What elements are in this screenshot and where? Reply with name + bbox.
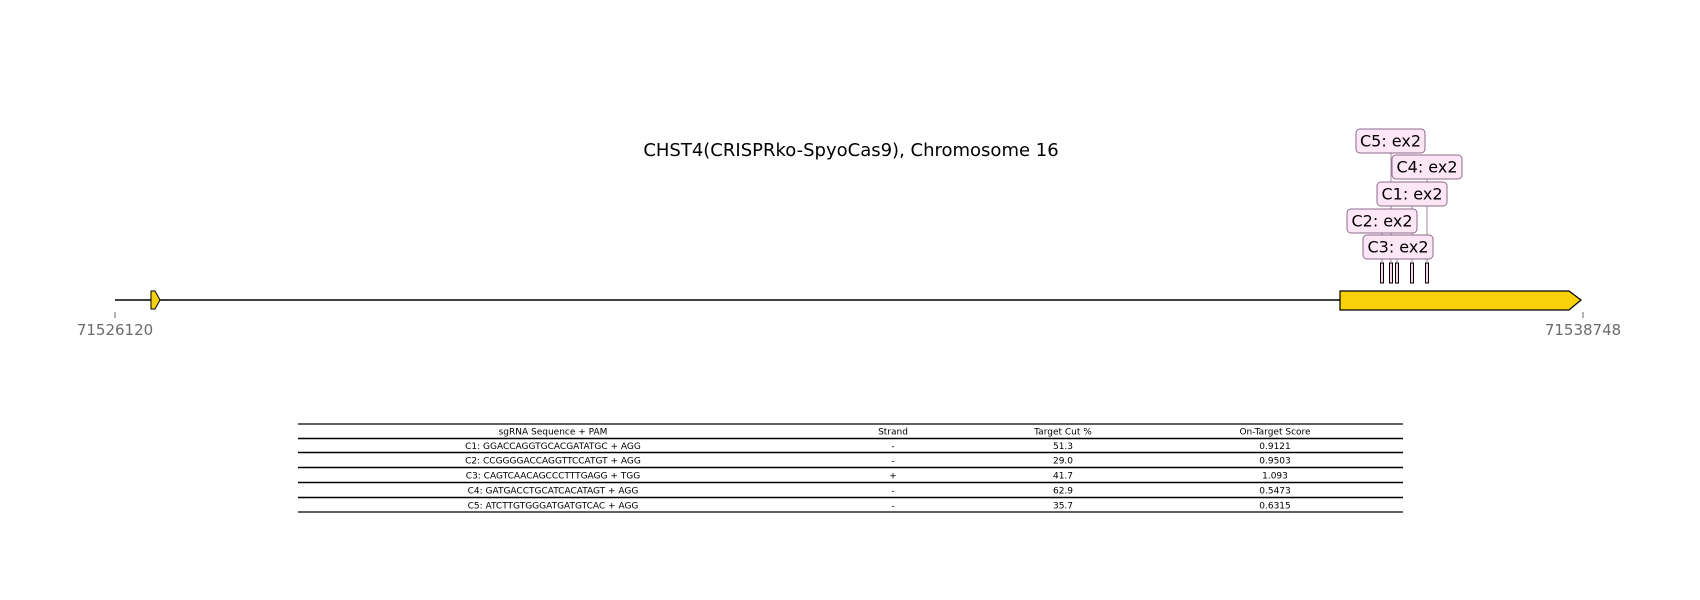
svg-text:C1: ex2: C1: ex2 [1381,185,1442,204]
table-cell-strand: - [891,487,894,497]
guide-label-c1: C1: ex2 [1376,181,1448,207]
end-coordinate: 71538748 [1545,321,1621,339]
exon-2-arrow [1339,290,1582,311]
svg-text:C3: ex2: C3: ex2 [1367,238,1428,257]
table-header-cell: On-Target Score [1239,428,1311,438]
svg-text:C5: ex2: C5: ex2 [1360,132,1421,151]
guide-mark-c1 [1410,262,1414,284]
table-header-cell: Strand [878,428,908,438]
start-coordinate: 71526120 [77,321,153,339]
svg-text:C4: ex2: C4: ex2 [1396,158,1457,177]
table-row: C2: CCGGGGACCAGGTTCCATGT + AGG - 29.0 0.… [465,457,1291,467]
table-cell-strand: - [891,457,894,467]
table-cell-score: 0.9503 [1259,457,1291,467]
table-cell-cut: 35.7 [1053,502,1073,512]
table-row: C5: ATCTTGTGGGATGATGTCAC + AGG - 35.7 0.… [468,502,1291,512]
table-header-row: sgRNA Sequence + PAM Strand Target Cut %… [499,428,1311,438]
table-cell-cut: 41.7 [1053,472,1073,482]
table-cell-sequence: C1: GGACCAGGTGCACGATATGC + AGG [465,442,641,452]
table-cell-strand: + [889,472,897,482]
table-cell-strand: - [891,502,894,512]
table-row: C4: GATGACCTGCATCACATAGT + AGG - 62.9 0.… [468,487,1291,497]
table-cell-score: 1.093 [1262,472,1288,482]
guide-label-c5: C5: ex2 [1355,128,1426,154]
table-row: C3: CAGTCAACAGCCCTTTGAGG + TGG + 41.7 1.… [466,472,1288,482]
guide-labels: C5: ex2 C4: ex2 C1: ex2 C2: ex2 C3: ex2 [1346,128,1463,260]
table-cell-cut: 62.9 [1053,487,1073,497]
guide-marks [1380,262,1429,284]
guide-mark-c5 [1389,262,1393,284]
guide-label-c2: C2: ex2 [1346,208,1418,234]
table-cell-score: 0.9121 [1259,442,1291,452]
table-cell-sequence: C2: CCGGGGACCAGGTTCCATGT + AGG [465,457,641,467]
exon-1-arrow [150,290,161,310]
figure-title: CHST4(CRISPRko-SpyoCas9), Chromosome 16 [643,140,1058,161]
table-cell-score: 0.5473 [1259,487,1291,497]
guide-mark-c4 [1425,262,1429,284]
table-cell-score: 0.6315 [1259,502,1291,512]
table-cell-sequence: C4: GATGACCTGCATCACATAGT + AGG [468,487,639,497]
guide-label-c4: C4: ex2 [1391,154,1463,180]
guide-mark-c3 [1395,262,1399,284]
gene-track [115,290,1582,311]
table-cell-strand: - [891,442,894,452]
svg-text:C2: ex2: C2: ex2 [1351,212,1412,231]
table-cell-cut: 29.0 [1053,457,1073,467]
coordinate-axis: 71526120 71538748 [77,312,1621,339]
table-cell-sequence: C3: CAGTCAACAGCCCTTTGAGG + TGG [466,472,640,482]
table-header-cell: sgRNA Sequence + PAM [499,428,608,438]
results-table: sgRNA Sequence + PAM Strand Target Cut %… [298,423,1403,513]
table-header-cell: Target Cut % [1033,428,1092,438]
table-cell-cut: 51.3 [1053,442,1073,452]
guide-mark-c2 [1380,262,1384,284]
table-cell-sequence: C5: ATCTTGTGGGATGATGTCAC + AGG [468,502,639,512]
table-row: C1: GGACCAGGTGCACGATATGC + AGG - 51.3 0.… [465,442,1291,452]
guide-label-c3: C3: ex2 [1362,234,1434,260]
